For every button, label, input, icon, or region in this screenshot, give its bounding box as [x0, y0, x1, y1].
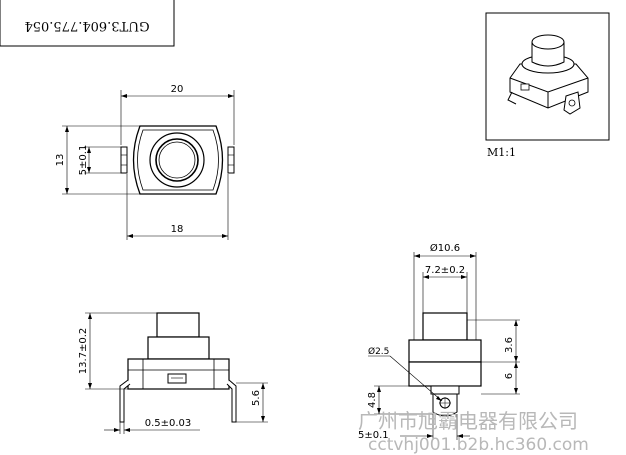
dim-button-diameter: 7.2±0.2	[425, 265, 465, 276]
watermark-company: 广州市旭霸电器有限公司	[358, 409, 578, 433]
top-view: 20 18 13 5±0.1	[55, 84, 235, 240]
dim-width-body: 18	[171, 224, 184, 235]
dim-lead-thickness: 0.5±0.03	[145, 418, 192, 429]
scale-label: M1:1	[487, 146, 516, 159]
dim-lead-width: 5±0.1	[358, 430, 389, 441]
title-block: GUT3.604.775.054	[0, 0, 175, 47]
dim-body-height: 6	[504, 373, 515, 379]
part-code-label: GUT3.604.775.054	[24, 18, 149, 33]
dim-lead-height: 5.6	[251, 390, 262, 406]
watermark-url: cctvhj001.b2b.hc360.com	[368, 435, 589, 455]
front-view: 13.7±0.2 5.6 0.5±0.03	[78, 312, 268, 434]
isometric-view: M1:1	[485, 12, 610, 159]
dim-height-overall: 13	[55, 154, 66, 167]
dim-tab-height: 5±0.1	[78, 145, 89, 176]
dim-lead-offset: 4.8	[367, 392, 378, 408]
dim-width-overall: 20	[171, 84, 184, 95]
dim-total-height: 13.7±0.2	[78, 328, 89, 375]
watermark: 广州市旭霸电器有限公司 cctvhj001.b2b.hc360.com	[358, 409, 589, 455]
dim-hole-diameter: Ø2.5	[368, 346, 389, 357]
side-view: Ø10.6 7.2±0.2 3.6 6 Ø2.5 4.8	[358, 242, 520, 441]
dim-button-height: 3.6	[504, 337, 515, 353]
dim-body-diameter: Ø10.6	[430, 242, 460, 254]
